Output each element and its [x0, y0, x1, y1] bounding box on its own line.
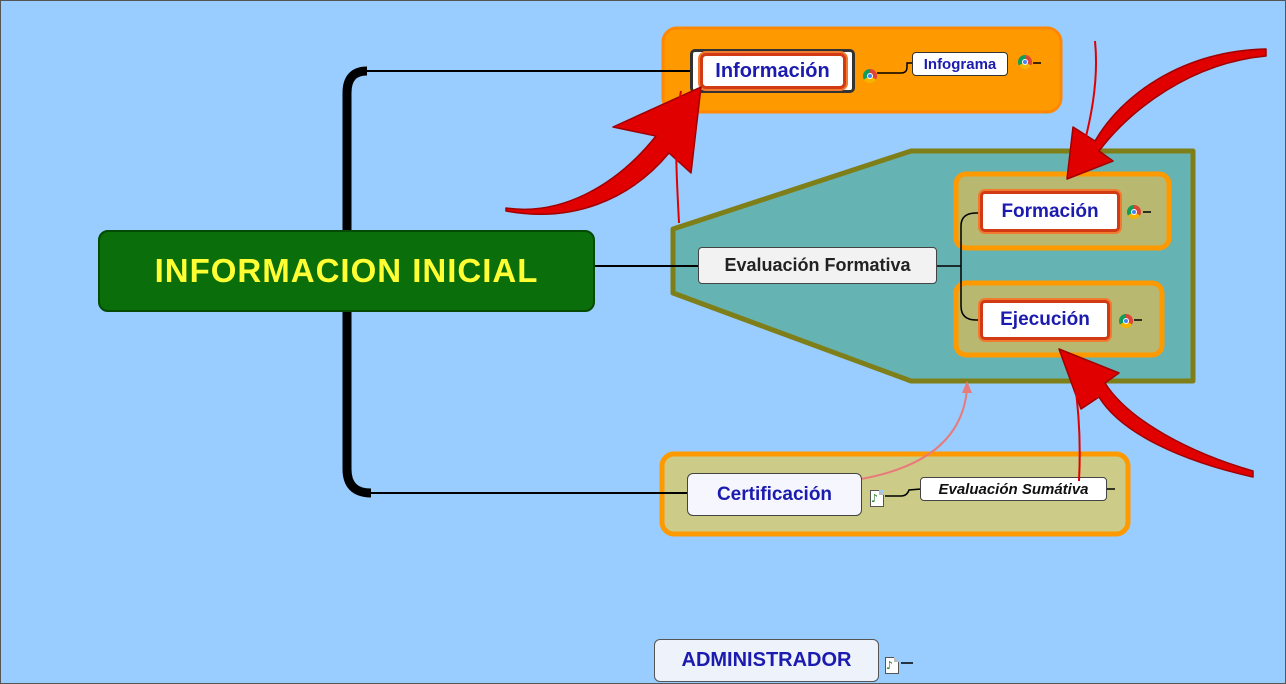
chrome-link-icon[interactable] [863, 69, 877, 83]
topic-certificacion[interactable]: Certificación [687, 473, 862, 516]
chrome-link-icon[interactable] [1018, 55, 1032, 69]
document-attachment-icon[interactable] [885, 657, 899, 674]
topic-ejecucion[interactable]: Ejecución [980, 300, 1110, 340]
topic-informacion[interactable]: Información [690, 49, 855, 93]
topic-infograma[interactable]: Infograma [912, 52, 1008, 76]
topic-evaluacion-formativa[interactable]: Evaluación Formativa [698, 247, 937, 284]
root-topic[interactable]: INFORMACION INICIAL [98, 230, 595, 312]
chrome-link-icon[interactable] [1119, 314, 1133, 328]
red-arrow-informacion [505, 86, 702, 215]
topic-administrador[interactable]: ADMINISTRADOR [654, 639, 879, 682]
topic-formacion[interactable]: Formación [980, 191, 1120, 232]
red-arrow-ejecucion [1058, 348, 1254, 478]
document-attachment-icon[interactable] [870, 490, 884, 507]
relationship-arrow [860, 388, 968, 480]
red-arrow-formacion [1066, 48, 1267, 180]
topic-informacion-label: Información [699, 53, 846, 89]
topic-evaluacion-sumativa[interactable]: Evaluación Sumátiva [920, 477, 1107, 501]
chrome-link-icon[interactable] [1127, 205, 1141, 219]
